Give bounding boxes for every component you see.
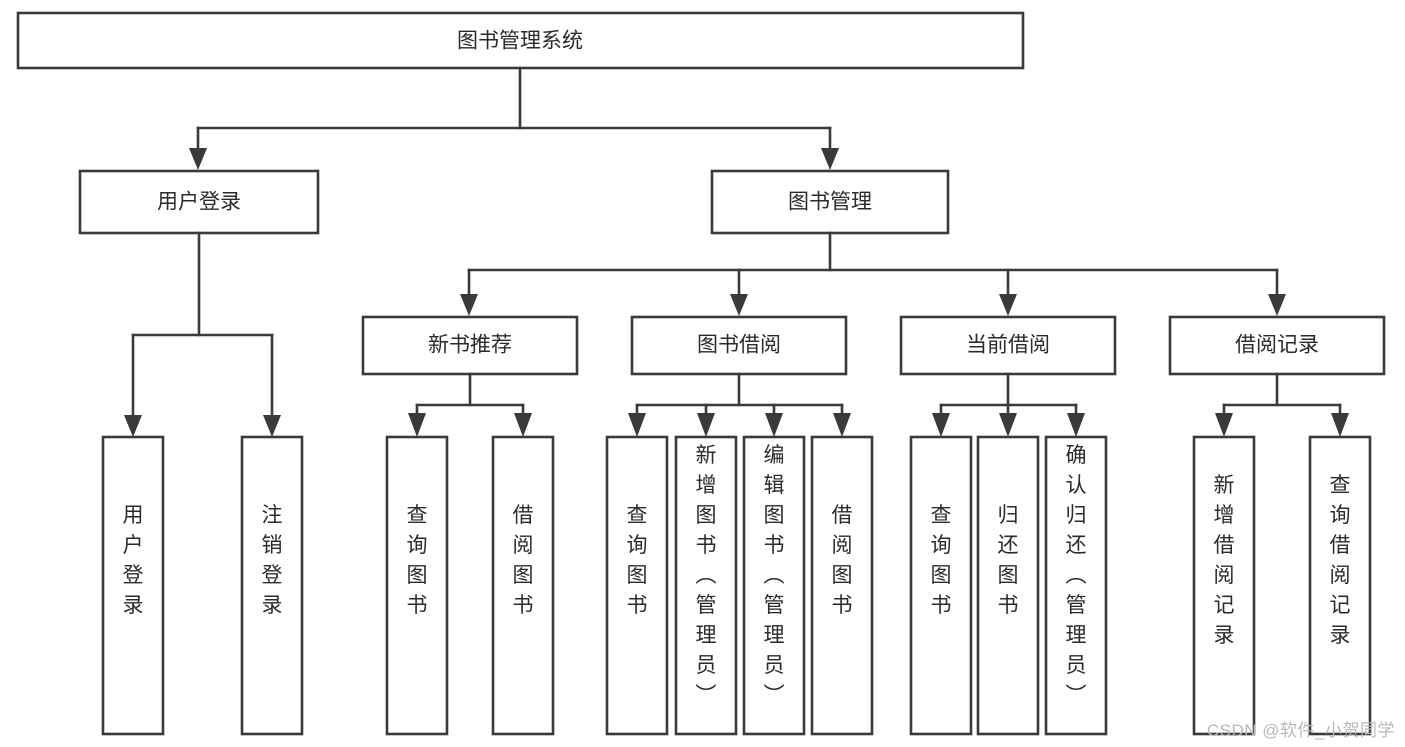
leaf-add-book-label: 新增图书︵管理员︶ [696, 444, 717, 707]
arrow-head-icon [1268, 294, 1286, 316]
arrow-head-icon [1215, 413, 1233, 437]
leaf-query-book-3-label: 查询图书 [931, 504, 952, 617]
current-borrow-box[interactable] [899, 315, 1117, 376]
node-leaf-return-book[interactable]: 归还图书 [976, 435, 1040, 736]
arrow-head-icon [697, 413, 715, 437]
arrow-head-icon [730, 294, 748, 316]
arrow-head-icon [821, 148, 839, 170]
arrow-head-icon [628, 413, 646, 437]
book-management-label: 图书管理 [788, 191, 872, 214]
leaf-confirm-return-label: 确认归还︵管理员︶ [1066, 444, 1087, 707]
leaf-add-book-box[interactable] [674, 435, 738, 736]
leaf-borrow-book-2-box[interactable] [810, 435, 874, 736]
arrow-head-icon [999, 294, 1017, 316]
leaf-query-book-3-box[interactable] [909, 435, 973, 736]
node-leaf-user-login[interactable]: 用户登录 [101, 435, 165, 736]
leaf-return-book-label: 归还图书 [998, 504, 1019, 617]
arrow-head-icon [833, 413, 851, 437]
leaf-user-login-box[interactable] [101, 435, 165, 736]
node-new-book-recommend[interactable]: 新书推荐 [361, 315, 579, 376]
leaf-confirm-return-box[interactable] [1044, 435, 1108, 736]
leaf-add-record-box[interactable] [1192, 435, 1256, 736]
leaf-query-book-2-box[interactable] [605, 435, 669, 736]
leaf-nodes: 用户登录 注销登录 查询图书 借阅图书 查询图书 新增图书︵管理员︶ 编辑图书︵… [101, 435, 1372, 736]
node-leaf-query-book-2[interactable]: 查询图书 [605, 435, 669, 736]
leaf-edit-book-label: 编辑图书︵管理员︶ [764, 444, 785, 707]
connector-root-to-level1 [189, 66, 839, 170]
connector-book-borrow-to-leaves [628, 372, 851, 437]
current-borrow-label: 当前借阅 [966, 334, 1050, 357]
node-book-borrow[interactable]: 图书借阅 [630, 315, 848, 376]
user-login-box[interactable] [78, 169, 320, 235]
root-label: 图书管理系统 [457, 30, 583, 53]
connector-current-borrow-to-leaves [932, 372, 1085, 437]
node-book-management[interactable]: 图书管理 [710, 169, 950, 235]
arrow-head-icon [932, 413, 950, 437]
node-leaf-user-logout[interactable]: 注销登录 [240, 435, 304, 736]
arrow-head-icon [765, 413, 783, 437]
arrow-head-icon [514, 413, 532, 437]
arrow-head-icon [1067, 413, 1085, 437]
arrow-head-icon [263, 415, 281, 437]
node-leaf-edit-book[interactable]: 编辑图书︵管理员︶ [742, 435, 806, 736]
leaf-query-record-label: 查询借阅记录 [1330, 474, 1351, 647]
new-book-recommend-box[interactable] [361, 315, 579, 376]
node-current-borrow[interactable]: 当前借阅 [899, 315, 1117, 376]
node-borrow-record[interactable]: 借阅记录 [1168, 315, 1386, 376]
arrow-head-icon [124, 415, 142, 437]
connector-borrow-record-to-leaves [1215, 372, 1349, 437]
connector-user-login-to-leaves [124, 231, 281, 437]
arrow-head-icon [1331, 413, 1349, 437]
node-leaf-borrow-book-2[interactable]: 借阅图书 [810, 435, 874, 736]
leaf-user-logout-box[interactable] [240, 435, 304, 736]
leaf-query-record-box[interactable] [1308, 435, 1372, 736]
leaf-borrow-book-1-box[interactable] [491, 435, 555, 736]
user-login-label: 用户登录 [157, 191, 241, 214]
leaf-query-book-1-box[interactable] [385, 435, 449, 736]
node-leaf-add-record[interactable]: 新增借阅记录 [1192, 435, 1256, 736]
node-leaf-add-book[interactable]: 新增图书︵管理员︶ [674, 435, 738, 736]
connector-new-book-recommend-to-leaves [408, 372, 532, 437]
leaf-return-book-box[interactable] [976, 435, 1040, 736]
leaf-user-login-label: 用户登录 [123, 504, 144, 617]
arrow-head-icon [408, 413, 426, 437]
leaf-query-book-1-label: 查询图书 [407, 504, 428, 617]
book-borrow-label: 图书借阅 [697, 334, 781, 357]
node-user-login[interactable]: 用户登录 [78, 169, 320, 235]
root-box[interactable] [16, 11, 1025, 70]
leaf-borrow-book-1-label: 借阅图书 [513, 504, 534, 617]
leaf-borrow-book-2-label: 借阅图书 [832, 504, 853, 617]
borrow-record-label: 借阅记录 [1235, 334, 1319, 357]
node-leaf-query-book-3[interactable]: 查询图书 [909, 435, 973, 736]
csdn-watermark: CSDN @软件_小贺同学 [1206, 721, 1395, 740]
leaf-user-logout-label: 注销登录 [262, 504, 283, 617]
arrow-head-icon [460, 294, 478, 316]
node-root[interactable]: 图书管理系统 [16, 11, 1025, 70]
arrow-head-icon [999, 413, 1017, 437]
leaf-add-record-label: 新增借阅记录 [1214, 474, 1235, 647]
arrow-head-icon [189, 148, 207, 170]
new-book-recommend-label: 新书推荐 [428, 334, 512, 357]
connector-book-management-to-level2 [460, 231, 1286, 316]
node-leaf-borrow-book-1[interactable]: 借阅图书 [491, 435, 555, 736]
leaf-query-book-2-label: 查询图书 [627, 504, 648, 617]
leaf-edit-book-box[interactable] [742, 435, 806, 736]
node-leaf-query-book-1[interactable]: 查询图书 [385, 435, 449, 736]
node-leaf-query-record[interactable]: 查询借阅记录 [1308, 435, 1372, 736]
node-leaf-confirm-return[interactable]: 确认归还︵管理员︶ [1044, 435, 1108, 736]
